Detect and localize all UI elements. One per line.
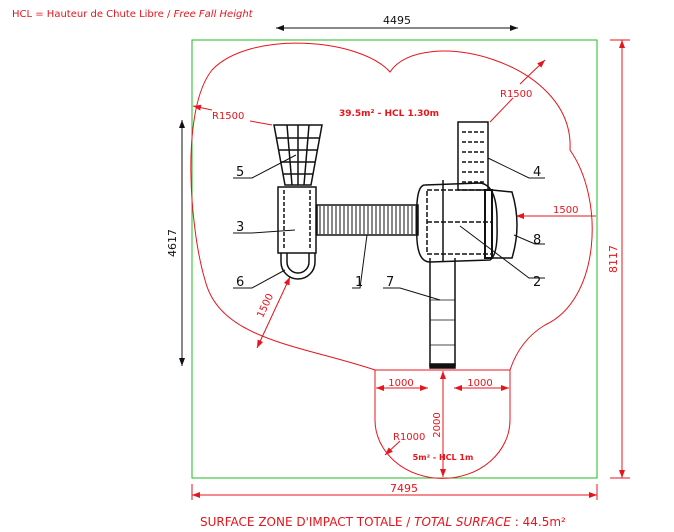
part-label-6: 6: [236, 275, 244, 290]
right-offset-label: 1500: [553, 205, 578, 216]
part-label-5: 5: [236, 165, 244, 180]
diag-offset-label: 1500: [255, 292, 276, 320]
part-label-2: 2: [533, 275, 541, 290]
radius-top-left-label: R1500: [212, 111, 244, 122]
part-label-1: 1: [355, 275, 363, 290]
impact-zone-outline: [190, 42, 593, 479]
radius-bottom-label: R1000: [393, 432, 425, 443]
left-dimension-label: 4617: [166, 229, 179, 257]
slide-zone-label: 5m² - HCL 1m: [413, 453, 474, 462]
radius-top-right-label: R1500: [500, 89, 532, 100]
bottom-depth-label: 2000: [432, 412, 443, 437]
part-label-3: 3: [236, 220, 244, 235]
total-surface-label: SURFACE ZONE D'IMPACT TOTALE / TOTAL SUR…: [200, 515, 566, 529]
part-label-8: 8: [533, 233, 541, 248]
total-boundary-rect: [191, 39, 598, 479]
diag-offset-line: [256, 276, 291, 349]
part-label-7: 7: [386, 275, 394, 290]
bottom-dimension-label: 7495: [390, 482, 418, 495]
left-offset-label: 1000: [388, 378, 413, 389]
right-offset-bottom-label: 1000: [467, 378, 492, 389]
top-dimension-label: 4495: [383, 14, 411, 27]
hcl-legend: HCL = Hauteur de Chute Libre / Free Fall…: [12, 9, 254, 20]
right-dimension-label: 8117: [607, 245, 620, 273]
main-zone-label: 39.5m² - HCL 1.30m: [339, 109, 439, 119]
part-label-4: 4: [533, 165, 541, 180]
play-equipment: [273, 121, 518, 369]
